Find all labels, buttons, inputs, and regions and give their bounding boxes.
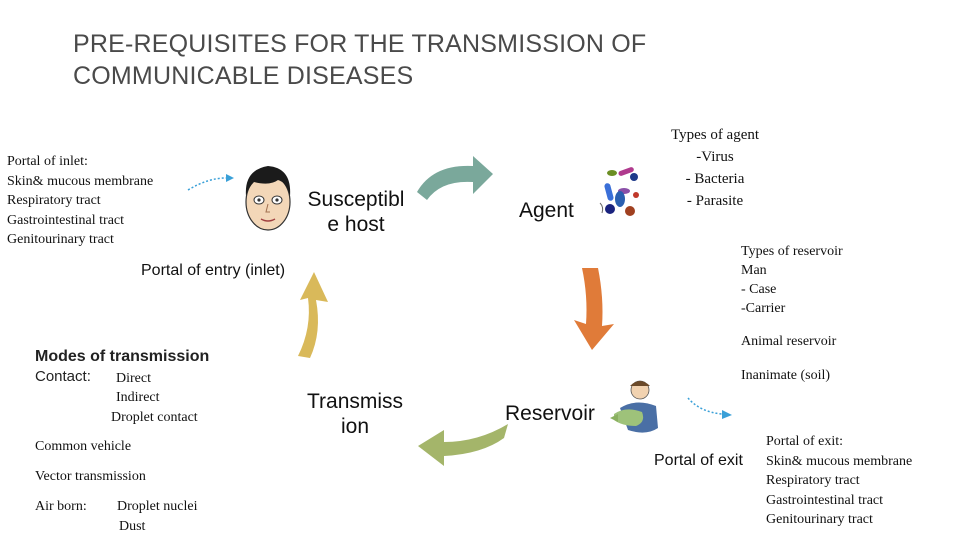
arrow-transmission-to-host xyxy=(298,272,328,358)
susceptible-host-line-1: Susceptibl xyxy=(307,188,405,211)
types-of-reservoir-line: Types of reservoir xyxy=(741,244,843,259)
portal-exit-line: Gastrointestinal tract xyxy=(766,492,884,508)
agent-label: Agent xyxy=(519,199,574,222)
common-vehicle: Common vehicle xyxy=(35,439,132,454)
portal-inlet-line: Respiratory tract xyxy=(7,193,101,208)
portal-exit-pointer-icon xyxy=(687,397,732,419)
portal-inlet-line: Genitourinary tract xyxy=(7,232,114,247)
arrow-host-to-agent xyxy=(417,156,493,200)
types-of-agent-line: - Parasite xyxy=(686,193,744,209)
portal-inlet-line: Gastrointestinal tract xyxy=(7,212,125,228)
transmission-line-1: Transmiss xyxy=(306,390,404,413)
types-of-reservoir: Types of reservoir Man - Case -Carrier xyxy=(741,242,843,318)
portal-inlet-pointer-icon xyxy=(187,174,234,191)
portal-of-entry-label: Portal of entry (inlet) xyxy=(141,262,286,279)
airborne-label: Air born: xyxy=(35,499,87,514)
host-face-icon xyxy=(245,166,291,231)
portal-inlet-line: Portal of inlet: xyxy=(7,154,88,169)
contact-indirect: Indirect xyxy=(116,390,160,405)
portal-inlet-line: Skin& mucous membrane xyxy=(7,173,154,189)
types-of-reservoir-line: -Carrier xyxy=(741,301,786,316)
contact-label: Contact: xyxy=(35,368,91,385)
contact-direct: Direct xyxy=(116,371,151,386)
vector-transmission: Vector transmission xyxy=(35,469,146,484)
types-of-reservoir-line: - Case xyxy=(741,282,777,297)
page-title: PRE-REQUISITES FOR THE TRANSMISSION OF C… xyxy=(73,28,646,92)
transmission-line-2: ion xyxy=(340,415,370,438)
title-line-1: PRE-REQUISITES FOR THE TRANSMISSION OF xyxy=(73,30,647,58)
title-line-2: COMMUNICABLE DISEASES xyxy=(73,62,414,90)
portal-exit-list: Portal of exit: Skin& mucous membrane Re… xyxy=(766,432,912,530)
types-of-agent-line: -Virus xyxy=(696,149,734,165)
portal-exit-line: Genitourinary tract xyxy=(766,512,873,527)
susceptible-host-label: Susceptibl e host xyxy=(296,187,416,237)
animal-reservoir: Animal reservoir xyxy=(741,334,837,349)
portal-exit-line: Portal of exit: xyxy=(766,434,843,449)
types-of-agent-line: Types of agent xyxy=(670,127,760,143)
airborne-nuclei: Droplet nuclei xyxy=(117,499,198,514)
transmission-label: Transmiss ion xyxy=(295,389,415,439)
susceptible-host-line-2: e host xyxy=(327,213,385,236)
contact-droplet: Droplet contact xyxy=(111,410,198,425)
arrow-reservoir-to-transmission xyxy=(418,424,508,466)
types-of-agent: Types of agent -Virus - Bacteria - Paras… xyxy=(655,124,775,212)
portal-exit-line: Skin& mucous membrane xyxy=(766,453,913,469)
arrow-agent-to-reservoir xyxy=(574,268,614,350)
portal-of-exit-label: Portal of exit xyxy=(654,452,743,469)
types-of-reservoir-line: Man xyxy=(741,263,767,278)
microbes-icon xyxy=(599,167,639,216)
portal-inlet-list: Portal of inlet: Skin& mucous membrane R… xyxy=(7,152,153,250)
modes-heading: Modes of transmission xyxy=(35,348,210,365)
sick-person-icon xyxy=(610,380,658,433)
portal-exit-line: Respiratory tract xyxy=(766,473,860,488)
airborne-dust: Dust xyxy=(119,519,146,534)
types-of-agent-line: - Bacteria xyxy=(685,171,745,187)
inanimate-reservoir: Inanimate (soil) xyxy=(741,368,831,383)
reservoir-label: Reservoir xyxy=(505,402,595,425)
